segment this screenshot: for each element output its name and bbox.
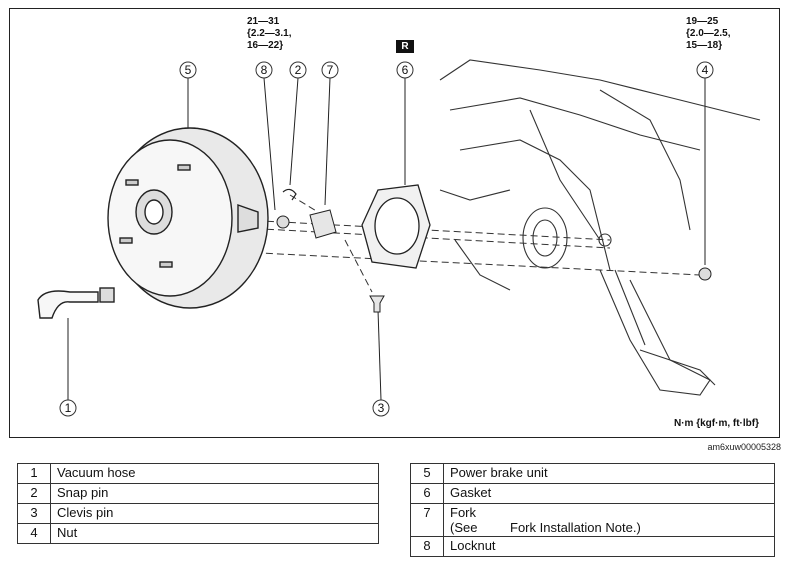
callout-7: 7 <box>321 61 339 79</box>
part-name: Locknut <box>443 536 775 557</box>
locknut-shape <box>276 215 290 229</box>
part-number: 3 <box>17 503 51 524</box>
part-number: 6 <box>410 483 444 504</box>
fork-shape <box>309 209 337 239</box>
part-name: Nut <box>50 523 379 544</box>
torque-spec-locknut: 21—31 {2.2—3.1, 16—22} <box>247 16 291 52</box>
callout-4-label: 4 <box>702 63 709 77</box>
callout-6-label: 6 <box>402 63 409 77</box>
callout-2-label: 2 <box>295 63 302 77</box>
part-number: 1 <box>17 463 51 484</box>
unit-label: N·m {kgf·m, ft·lbf} <box>674 418 759 429</box>
torque-4-line-3: 15—18} <box>686 40 723 51</box>
torque-8-line-2: {2.2—3.1, <box>247 28 292 39</box>
diagram-frame <box>9 8 780 438</box>
part-number: 2 <box>17 483 51 504</box>
fork-note-link[interactable]: Fork Installation Note.) <box>510 520 641 535</box>
part-number: 5 <box>410 463 444 484</box>
callout-8-label: 8 <box>261 63 268 77</box>
part-name: Power brake unit <box>443 463 775 484</box>
table-row: 3 Clevis pin <box>17 503 379 524</box>
part-name: Fork (See Fork Installation Note.) <box>443 503 775 537</box>
nut-shape <box>698 267 712 281</box>
callout-4: 4 <box>696 61 714 79</box>
part-number: 7 <box>410 503 444 537</box>
table-row: 4 Nut <box>17 523 379 544</box>
callout-3-label: 3 <box>378 401 385 415</box>
fork-name: Fork <box>450 505 476 520</box>
torque-spec-nut: 19—25 {2.0—2.5, 15—18} <box>686 16 730 52</box>
callout-5: 5 <box>179 61 197 79</box>
table-row: 8 Locknut <box>410 536 775 557</box>
table-row: 6 Gasket <box>410 483 775 504</box>
table-row: 7 Fork (See Fork Installation Note.) <box>410 503 775 537</box>
callout-5-label: 5 <box>185 63 192 77</box>
part-name: Gasket <box>443 483 775 504</box>
table-row: 1 Vacuum hose <box>17 463 379 484</box>
snap-pin-shape <box>282 188 297 201</box>
leader-lines <box>67 77 706 401</box>
pedal-assembly <box>439 59 761 396</box>
callout-3: 3 <box>372 399 390 417</box>
part-name: Vacuum hose <box>50 463 379 484</box>
fork-note-prefix: (See <box>450 520 478 535</box>
power-brake-unit <box>107 127 269 309</box>
callout-2: 2 <box>289 61 307 79</box>
parts-table-left: 1 Vacuum hose 2 Snap pin 3 Clevis pin 4 … <box>17 463 379 544</box>
torque-4-line-1: 19—25 <box>686 16 719 27</box>
callout-1-label: 1 <box>65 401 72 415</box>
callout-6: 6 <box>396 61 414 79</box>
callout-7-label: 7 <box>327 63 334 77</box>
callouts: 5 8 2 7 6 4 1 3 <box>59 61 714 417</box>
part-number: 8 <box>410 536 444 557</box>
callout-8: 8 <box>255 61 273 79</box>
torque-4-line-2: {2.0—2.5, <box>686 28 731 39</box>
gasket-shape <box>361 184 431 269</box>
fork-note: (See Fork Installation Note.) <box>450 520 768 535</box>
part-number: 4 <box>17 523 51 544</box>
torque-8-line-1: 21—31 <box>247 16 280 27</box>
part-name: Clevis pin <box>50 503 379 524</box>
torque-8-line-3: 16—22} <box>247 40 284 51</box>
callout-1: 1 <box>59 399 77 417</box>
table-row: 5 Power brake unit <box>410 463 775 484</box>
replace-badge: R <box>396 40 414 53</box>
vacuum-hose <box>37 287 115 319</box>
part-name: Snap pin <box>50 483 379 504</box>
table-row: 2 Snap pin <box>17 483 379 504</box>
clevis-pin-shape <box>369 295 385 313</box>
figure-reference: am6xuw00005328 <box>707 442 781 452</box>
